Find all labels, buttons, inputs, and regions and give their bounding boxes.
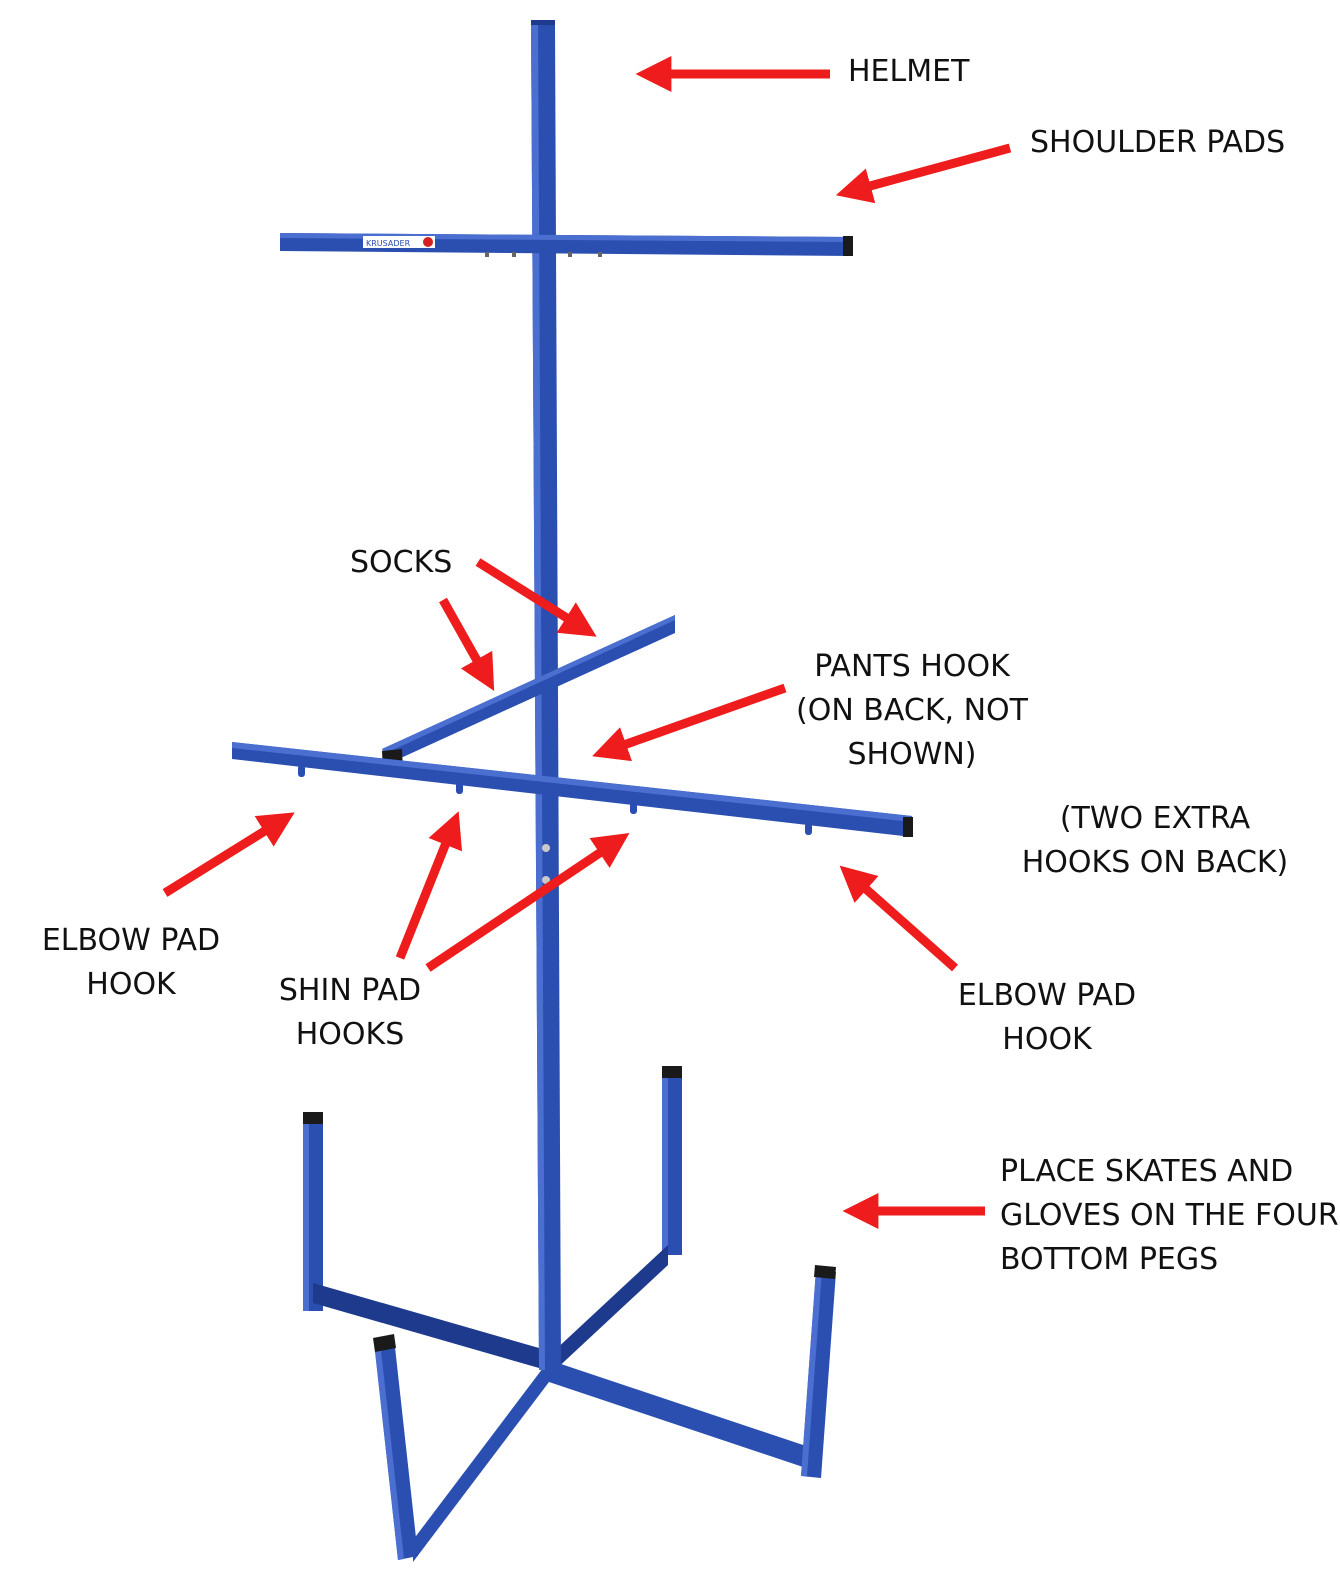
arrow-socks-1 (475, 558, 597, 637)
arrow-elbow-right (839, 865, 958, 972)
arrow-elbow-left (162, 812, 295, 897)
hook-elbow-right (805, 823, 812, 835)
label-extra-hooks: (TWO EXTRA HOOKS ON BACK) (1021, 801, 1289, 880)
peg-front-left (373, 1334, 418, 1560)
arrow-shin-1 (395, 811, 463, 960)
center-pole (531, 20, 561, 1370)
label-helmet: HELMET (848, 54, 970, 89)
foot-front-right (549, 1360, 818, 1472)
hook-shin-left (456, 782, 463, 794)
arrow-shin-2 (425, 832, 630, 972)
label-shoulder-pads: SHOULDER PADS (1030, 125, 1286, 160)
foot-front-left (413, 1360, 549, 1562)
label-elbow-pad-left: ELBOW PAD HOOK (41, 923, 221, 1002)
label-shin-pad: SHIN PAD HOOKS (278, 973, 422, 1052)
svg-text:KRUSADER: KRUSADER (366, 239, 411, 248)
peg-back-left (303, 1112, 323, 1311)
label-pants-hook: PANTS HOOK (ON BACK, NOT SHOWN) (796, 649, 1028, 772)
hook-elbow-left (298, 765, 305, 777)
krusader-logo: KRUSADER (363, 236, 435, 248)
callout-arrows (162, 56, 1012, 1229)
label-elbow-pad-right: ELBOW PAD HOOK (957, 978, 1137, 1057)
label-skates-gloves: PLACE SKATES AND GLOVES ON THE FOUR BOTT… (1000, 1154, 1339, 1277)
foot-back-left (313, 1283, 553, 1372)
peg-back-right (662, 1066, 682, 1255)
shoulder-crossbar: KRUSADER (280, 233, 853, 257)
hooks-bar (232, 742, 913, 837)
label-socks: SOCKS (350, 545, 453, 580)
arrow-pants-hook (592, 683, 787, 762)
arrow-socks-2 (439, 597, 495, 691)
peg-front-right (801, 1265, 836, 1478)
hook-shin-right (630, 802, 637, 814)
arrow-shoulder-pads (835, 143, 1012, 204)
rack-base (303, 1066, 836, 1562)
foot-back-right (553, 1245, 668, 1372)
socks-bar (382, 615, 675, 771)
